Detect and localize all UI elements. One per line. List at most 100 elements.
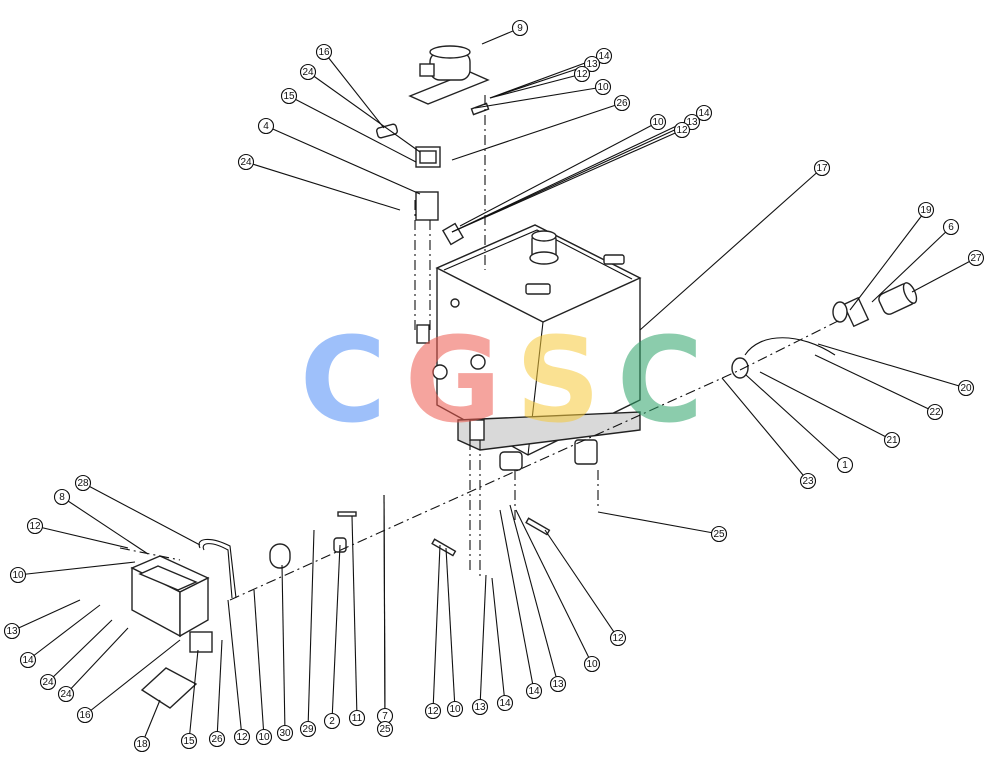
- callout-balloon: 12: [573, 65, 591, 83]
- callout-circle: [583, 55, 601, 73]
- callout-circle: [376, 720, 394, 738]
- leader-line: [34, 525, 129, 549]
- callout-number: 10: [652, 117, 664, 128]
- callout-balloon: 6: [942, 218, 960, 236]
- callout-balloon: 16: [315, 43, 333, 61]
- callout-balloon: 17: [813, 159, 831, 177]
- leader-line: [331, 544, 341, 722]
- callout-balloon: 25: [376, 720, 394, 738]
- callout-number: 13: [6, 626, 18, 637]
- callout-number: 2: [329, 716, 335, 727]
- leader-line: [82, 482, 201, 546]
- leader-line: [307, 71, 421, 153]
- leader-line: [814, 354, 936, 413]
- callout-balloon: 19: [917, 201, 935, 219]
- callout-balloon: 14: [496, 694, 514, 712]
- leader-line: [65, 627, 129, 695]
- callout-number: 26: [616, 98, 628, 109]
- leader-line: [544, 529, 619, 639]
- callout-circle: [926, 403, 944, 421]
- callout-circle: [649, 113, 667, 131]
- leader-line: [432, 544, 441, 712]
- callout-circle: [710, 525, 728, 543]
- callout-balloon: 11: [348, 709, 366, 727]
- callout-balloon: 4: [257, 117, 275, 135]
- callout-circle: [609, 629, 627, 647]
- callout-number: 14: [528, 686, 540, 697]
- callout-balloon: 9: [511, 19, 529, 37]
- callout-circle: [583, 655, 601, 673]
- callout-number: 15: [183, 736, 195, 747]
- leader-line: [745, 374, 846, 466]
- callout-circle: [233, 728, 251, 746]
- callout-circle: [74, 474, 92, 492]
- callout-number: 29: [302, 724, 314, 735]
- callout-circle: [76, 706, 94, 724]
- main-tank: [432, 224, 642, 471]
- callout-number: 25: [713, 529, 725, 540]
- leader-line: [61, 496, 149, 555]
- leader-line: [459, 121, 659, 227]
- assembly-lines: [119, 95, 841, 601]
- leader-line: [245, 161, 401, 211]
- right-motor-assembly: [731, 282, 918, 379]
- callout-number: 12: [676, 125, 688, 136]
- callout-number: 10: [449, 704, 461, 715]
- leader-lines: [11, 27, 977, 745]
- leader-line: [451, 102, 623, 161]
- callout-number: 11: [352, 713, 363, 724]
- callout-circle: [3, 622, 21, 640]
- callout-balloon: 20: [957, 379, 975, 397]
- callout-number: 28: [77, 478, 89, 489]
- callout-balloon: 24: [57, 685, 75, 703]
- leader-line: [253, 589, 265, 738]
- callout-balloon: 2: [323, 712, 341, 730]
- callout-balloon: 28: [74, 474, 92, 492]
- callout-balloon: 24: [39, 673, 57, 691]
- callout-circle: [573, 65, 591, 83]
- callout-number: 13: [686, 117, 698, 128]
- callout-balloon: 10: [9, 566, 27, 584]
- leader-line: [451, 129, 683, 233]
- callout-circle: [208, 730, 226, 748]
- leader-line: [871, 226, 952, 303]
- callout-circle: [799, 472, 817, 490]
- leader-line: [597, 511, 720, 535]
- callout-circle: [19, 651, 37, 669]
- leader-line: [474, 86, 604, 109]
- callout-balloon: 1: [836, 456, 854, 474]
- callout-circle: [471, 698, 489, 716]
- callout-balloon: 29: [299, 720, 317, 738]
- callout-balloon: 10: [594, 78, 612, 96]
- leader-line: [281, 564, 286, 734]
- callout-balloon: 16: [76, 706, 94, 724]
- callout-circle: [613, 94, 631, 112]
- callout-number: 24: [240, 157, 252, 168]
- callout-circle: [57, 685, 75, 703]
- callout-circle: [323, 712, 341, 730]
- callout-number: 12: [576, 69, 588, 80]
- callout-balloon: 24: [299, 63, 317, 81]
- callout-balloon: 25: [710, 525, 728, 543]
- callout-number: 21: [886, 435, 898, 446]
- leader-line: [817, 343, 967, 389]
- callout-number: 1: [842, 460, 848, 471]
- leader-line: [721, 377, 809, 482]
- leader-line: [27, 604, 101, 661]
- leader-line: [491, 577, 506, 704]
- callout-circle: [348, 709, 366, 727]
- callout-circle: [133, 735, 151, 753]
- callout-number: 16: [318, 47, 330, 58]
- callout-number: 15: [283, 91, 295, 102]
- watermark-letter-g: G: [405, 311, 502, 449]
- callout-number: 8: [59, 492, 65, 503]
- callout-balloon: 14: [595, 47, 613, 65]
- leader-line: [84, 639, 181, 716]
- callout-circle: [299, 63, 317, 81]
- callout-balloon: 14: [695, 104, 713, 122]
- callout-circle: [836, 456, 854, 474]
- callout-number: 26: [211, 734, 223, 745]
- callout-number: 12: [236, 732, 248, 743]
- leader-line: [265, 125, 421, 195]
